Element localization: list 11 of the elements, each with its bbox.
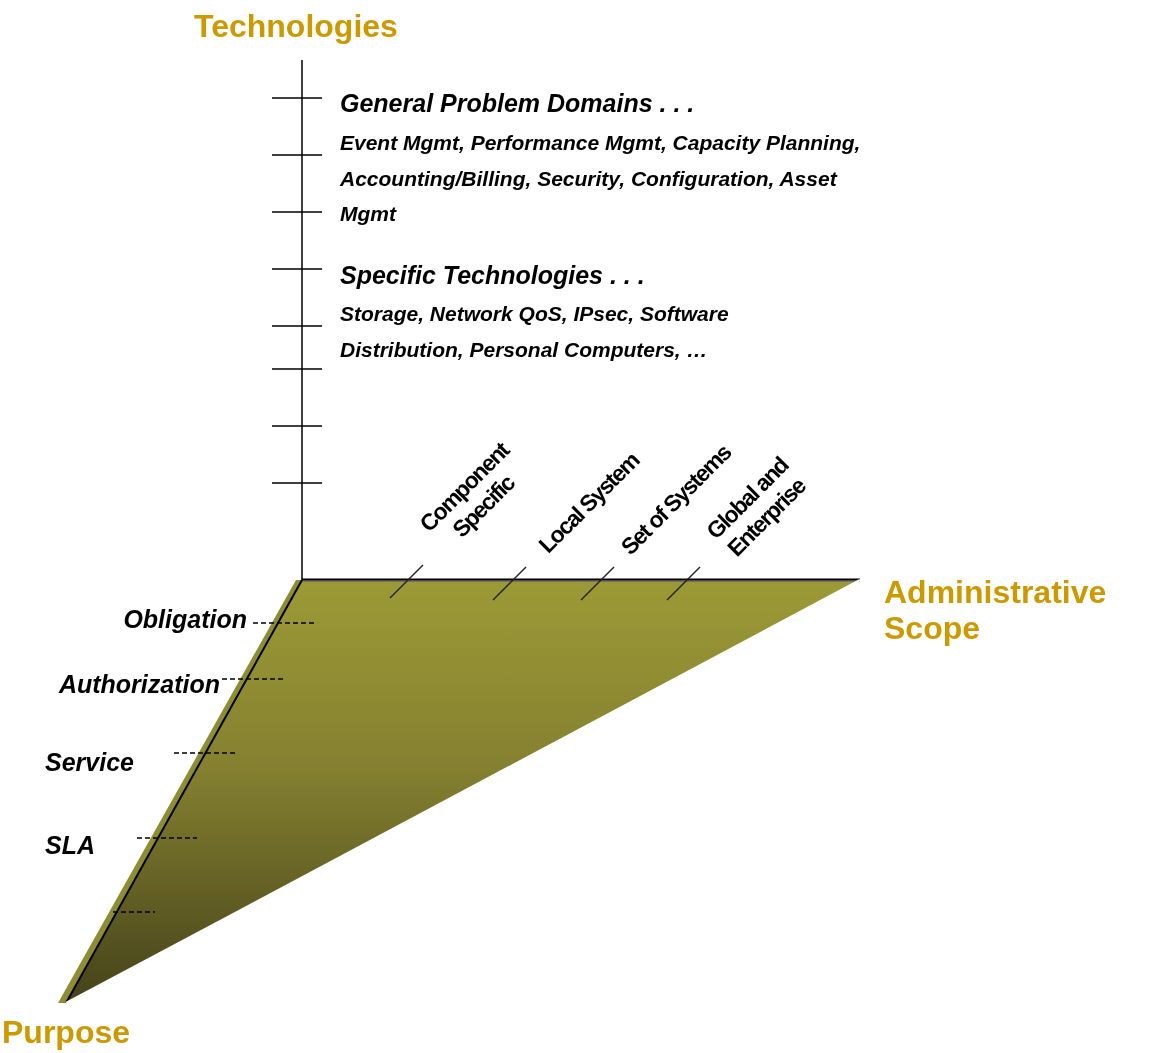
- section-heading: Specific Technologies . . .: [340, 260, 645, 290]
- purpose-level-label: Obligation: [123, 604, 247, 634]
- item-list: Storage, Network QoS, IPsec, Software Distribution, Personal Computers, …: [340, 296, 802, 367]
- section-heading: General Problem Domains . . .: [340, 88, 695, 118]
- purpose-level-label: SLA: [45, 830, 95, 860]
- purpose-level-label: Service: [45, 747, 134, 777]
- axis-title: Administrative Scope: [884, 574, 1108, 646]
- item-list: Event Mgmt, Performance Mgmt, Capacity Planning, Accounting/Billing, Security, Configuration, Asset Mgmt: [340, 125, 888, 232]
- axis-title: Purpose: [2, 1014, 131, 1050]
- axis-title: Technologies: [194, 8, 398, 44]
- purpose-level-label: Authorization: [58, 669, 220, 699]
